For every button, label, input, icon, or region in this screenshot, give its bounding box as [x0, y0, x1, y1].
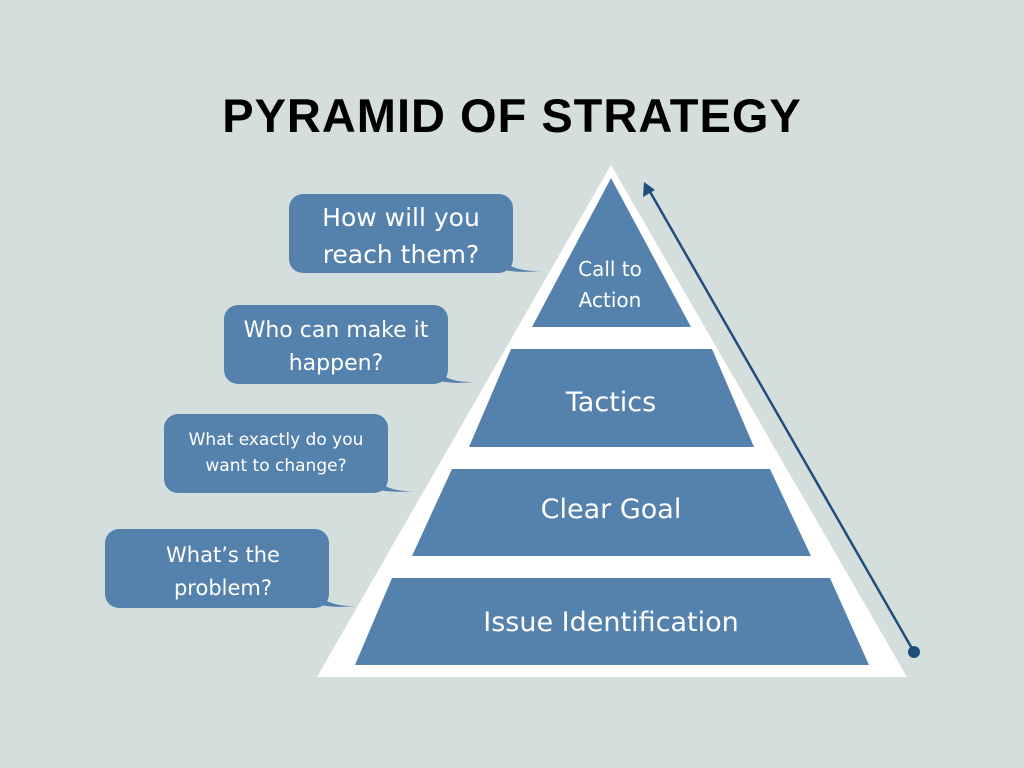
bubble-who-can-make-it-happen: Who can make it happen? [224, 314, 448, 380]
bubble-whats-the-problem: What’s the problem? [105, 539, 341, 605]
upward-arrow [643, 182, 920, 658]
tier-tactics [469, 349, 754, 447]
bubble-line: What exactly do you [188, 430, 364, 450]
bubble-line: happen? [288, 351, 384, 376]
tier-label-line: Action [578, 288, 642, 312]
bubble-how-will-you-reach-them: How will you reach them? [289, 199, 513, 273]
bubble-shape-3 [164, 414, 413, 493]
bubble-line: want to change? [205, 456, 347, 476]
page-title: PYRAMID OF STRATEGY [222, 89, 802, 142]
bubble-line: Who can make it [243, 318, 429, 343]
tier-call-to-action [532, 178, 691, 327]
bubble-shape-1 [289, 194, 540, 273]
bubble-what-exactly-do-you-want-to-change: What exactly do you want to change? [164, 427, 388, 479]
tier-label-tactics: Tactics [565, 387, 657, 418]
bubble-shape-2 [224, 305, 474, 384]
tier-label-clear-goal: Clear Goal [540, 494, 682, 525]
tier-label-call-to-action: Call to Action [550, 254, 670, 316]
arrow-start-dot [908, 646, 920, 658]
bubble-line: How will you [322, 203, 480, 232]
tier-label-line: Call to [578, 257, 642, 281]
bubble-line: What’s the [166, 543, 280, 567]
tier-clear-goal [412, 469, 811, 556]
tier-issue-identification [355, 578, 869, 665]
bubble-line: problem? [173, 576, 273, 600]
bubble-line: reach them? [322, 240, 480, 269]
bubble-shape-4 [105, 529, 356, 608]
tier-label-issue-identification: Issue Identification [483, 607, 739, 638]
